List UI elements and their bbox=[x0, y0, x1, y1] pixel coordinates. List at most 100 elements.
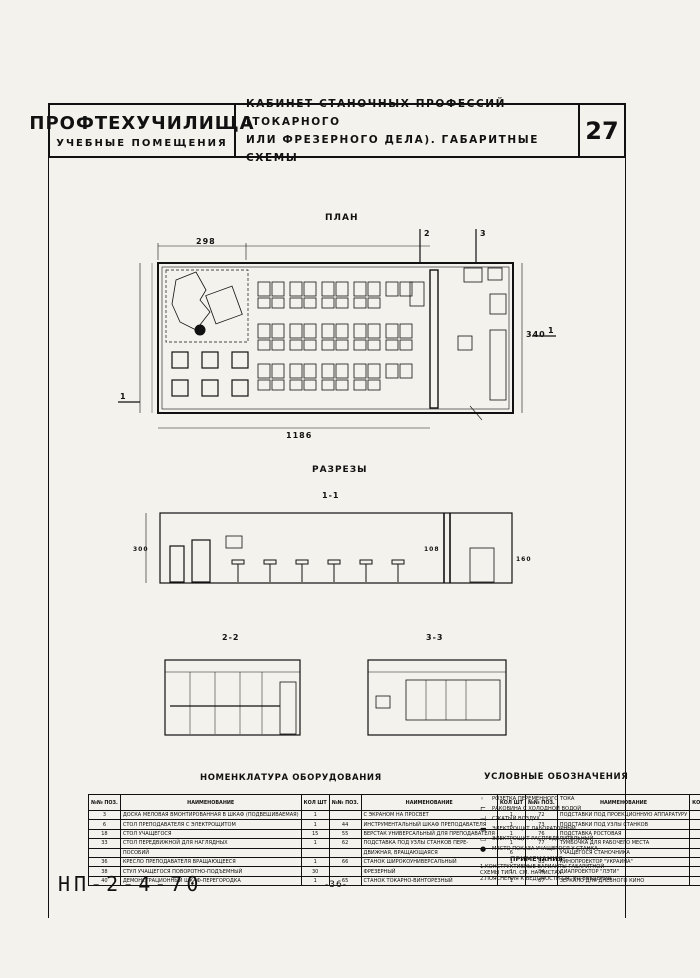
stand-3 bbox=[231, 351, 249, 369]
table-cell-name: СТАНОК ТОКАРНО-ВИНТОРЕЗНЫЙ bbox=[360, 875, 498, 887]
axis-2: 2 bbox=[424, 229, 431, 238]
table-cell-no: 18 bbox=[88, 828, 121, 840]
legend-item: ◦ РОЗЕТКА ПЕРЕМЕННОГО ТОКА bbox=[480, 795, 620, 803]
wash-basin bbox=[487, 267, 503, 281]
door-swing bbox=[469, 405, 483, 421]
legend-text: РОЗЕТКА ПЕРЕМЕННОГО ТОКА bbox=[492, 796, 575, 802]
table-cell-q: 1 bbox=[300, 809, 330, 821]
legend-symbol-icon: ◦ bbox=[480, 795, 485, 803]
legend-symbol-icon: ● bbox=[480, 845, 487, 853]
table-cell-no: 66 bbox=[328, 856, 362, 868]
dim-340: 340 bbox=[526, 330, 546, 339]
demo-point bbox=[194, 324, 206, 336]
table-cell-name: ВЕРСТАК УНИВЕРСАЛЬНЫЙ ДЛЯ ПРЕПОДАВАТЕЛЯ bbox=[360, 828, 498, 840]
frame-left bbox=[48, 158, 49, 918]
lathe-machine bbox=[171, 271, 211, 331]
title-sub: УЧЕБНЫЕ ПОМЕЩЕНИЯ bbox=[56, 137, 228, 149]
title-description: КАБИНЕТ СТАНОЧНЫХ ПРОФЕССИЙ (ТОКАРНОГО И… bbox=[236, 98, 580, 164]
desk-row-1 bbox=[257, 281, 413, 309]
hdr-name-2: НАИМЕНОВАНИЕ bbox=[360, 794, 498, 811]
table-cell-name: ПОСОБИЙ bbox=[119, 847, 302, 858]
table-cell-no: 3 bbox=[88, 809, 121, 821]
table-cell-q: 1 bbox=[689, 856, 700, 868]
legend-item: ⊏РАКОВИНА С ХОЛОДНОЙ ВОДОЙ bbox=[480, 806, 620, 813]
desk-row-2 bbox=[257, 323, 413, 351]
table-cell-q: 1 bbox=[689, 838, 700, 849]
table-cell-q: 1 bbox=[496, 875, 526, 887]
section-1-1-label: 1-1 bbox=[322, 491, 340, 500]
stand-1 bbox=[171, 351, 189, 369]
desk-row-3 bbox=[257, 363, 413, 391]
legend-symbol-icon: ▬ bbox=[480, 825, 487, 833]
table-cell-no bbox=[88, 847, 121, 858]
legend-text: РАКОВИНА С ХОЛОДНОЙ ВОДОЙ bbox=[492, 806, 582, 812]
tool-cabinet bbox=[463, 267, 483, 283]
sec22-door bbox=[279, 681, 297, 735]
legend-title: УСЛОВНЫЕ ОБОЗНАЧЕНИЯ bbox=[484, 772, 629, 782]
legend-item: ● МЕСТО ПОКАЗА УЧАЩЕГОСЯ У СТАНКА bbox=[480, 845, 620, 853]
table-cell-no bbox=[328, 866, 362, 877]
dim-1186: 1186 bbox=[286, 431, 313, 440]
note-1: 1.КОНСТРУКТИВНЫЕ ВАРИАНТЫ ГАБАРИТНОЙ СХЕ… bbox=[480, 864, 605, 876]
table-cell-no: 62 bbox=[328, 838, 362, 849]
table-cell-no: 44 bbox=[328, 819, 362, 830]
title-main: ПРОФТЕХУЧИЛИЩА bbox=[29, 112, 255, 134]
title-desc-line1: КАБИНЕТ СТАНОЧНЫХ ПРОФЕССИЙ (ТОКАРНОГО bbox=[246, 97, 507, 128]
milling-machine bbox=[205, 285, 243, 325]
section-2-2 bbox=[164, 659, 301, 736]
table-cell-no bbox=[328, 847, 362, 858]
stand-4 bbox=[171, 379, 189, 397]
legend-text: СЖАТЫЙ ВОЗДУХ bbox=[492, 816, 540, 822]
axis-1-left: 1 bbox=[120, 392, 127, 401]
axis-1-right: 1 bbox=[548, 326, 555, 335]
equipment-table: №№ ПОЗ. НАИМЕНОВАНИЕ КОЛ ШТ №№ ПОЗ. НАИМ… bbox=[88, 794, 700, 887]
stand-2 bbox=[201, 351, 219, 369]
table-cell-q: 1 bbox=[689, 875, 700, 887]
table-cell-q: 15 bbox=[300, 828, 330, 840]
sec11-cabinet bbox=[469, 547, 495, 583]
machine-zone bbox=[165, 269, 249, 343]
sec11-machine-1 bbox=[169, 545, 185, 583]
table-cell-q: 2 bbox=[689, 828, 700, 840]
table-cell-name: С ЭКРАНОМ НА ПРОСВЕТ bbox=[360, 809, 498, 821]
table-cell-name: СТОЛ ПЕРЕДВИЖНОЙ ДЛЯ НАГЛЯДНЫХ bbox=[119, 838, 302, 849]
sec11-screen bbox=[225, 535, 243, 549]
table-cell-no: 55 bbox=[328, 828, 362, 840]
table-cell-q bbox=[300, 847, 330, 858]
teacher-desk bbox=[409, 281, 425, 307]
sec33-sink bbox=[375, 695, 391, 709]
section-1-1 bbox=[159, 512, 513, 584]
title-desc-line2: ИЛИ ФРЕЗЕРНОГО ДЕЛА). ГАБАРИТНЫЕ СХЕМЫ bbox=[246, 133, 539, 164]
table-cell-q: 1 bbox=[300, 819, 330, 830]
legend-item: ▬ЭЛЕКТРОЩИТ ЛАБОРАТОРНЫЙ bbox=[480, 825, 620, 833]
table-cell-name: ДВИЖНАЯ, ВРАЩАЮЩАЯСЯ bbox=[360, 847, 498, 858]
sec-dim-108: 108 bbox=[424, 546, 440, 553]
section-2-2-label: 2-2 bbox=[222, 633, 240, 642]
sec11-machine-2 bbox=[191, 539, 211, 583]
nomenclature-title: НОМЕНКЛАТУРА ОБОРУДОВАНИЯ bbox=[200, 773, 382, 783]
table-cell-no bbox=[328, 809, 362, 821]
legend-items: ◦ РОЗЕТКА ПЕРЕМЕННОГО ТОКА ⊏РАКОВИНА С ХОЛ… bbox=[480, 795, 620, 853]
table-cell-q: 1 bbox=[300, 838, 330, 849]
legend-text: МЕСТО ПОКАЗА УЧАЩЕГОСЯ У СТАНКА bbox=[492, 846, 598, 852]
frame-right bbox=[625, 158, 626, 918]
legend-item: ⊣СЖАТЫЙ ВОЗДУХ bbox=[480, 816, 620, 823]
table-cell-name: ФРЕЗЕРНЫЙ bbox=[360, 866, 498, 877]
legend-item: ▭ЭЛЕКТРОЩИТ РАСПРЕДЕЛИТЕЛЬНЫЙ bbox=[480, 836, 620, 843]
sections-label: РАЗРЕЗЫ bbox=[312, 465, 368, 475]
title-block-left: ПРОФТЕХУЧИЛИЩА УЧЕБНЫЕ ПОМЕЩЕНИЯ bbox=[29, 105, 254, 156]
sec-dim-300: 300 bbox=[133, 546, 149, 553]
table-cell-name: СТОЛ ПРЕПОДАВАТЕЛЯ С ЭЛЕКТРОЩИТОМ bbox=[119, 819, 302, 830]
table-cell-name: ИНСТРУМЕНТАЛЬНЫЙ ШКАФ ПРЕПОДАВАТЕЛЯ bbox=[360, 819, 498, 830]
plan-label: ПЛАН bbox=[325, 213, 359, 223]
table-cell-q: 30 bbox=[300, 866, 330, 877]
rear-cabinets bbox=[489, 329, 507, 401]
document-code: НП-2-4-70 bbox=[58, 872, 203, 896]
